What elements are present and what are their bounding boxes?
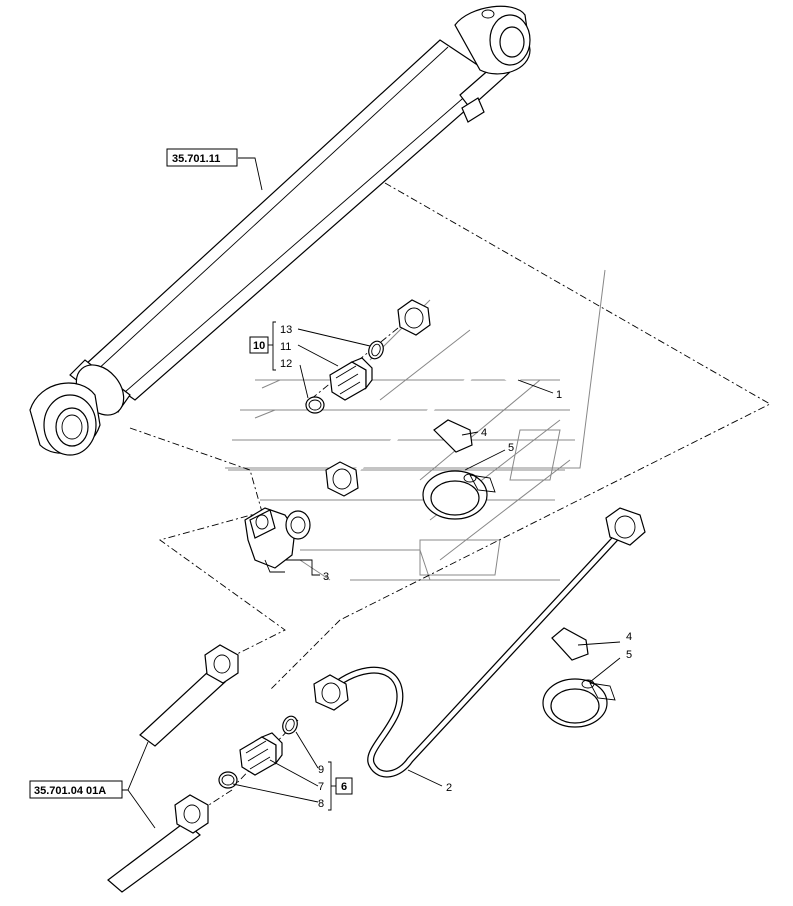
- upper-adapter-fitting: [305, 340, 384, 414]
- callout-8: 8: [318, 798, 324, 810]
- callout-9: 9: [318, 764, 324, 776]
- reference-box-lower-pipe[interactable]: 35.701.04 01A: [29, 780, 123, 799]
- pipe-2-lower-nut: [313, 674, 349, 711]
- reference-label-cylinder: 35.701.11: [172, 153, 220, 165]
- lower-adapter-fitting: [218, 715, 298, 789]
- reference-box-cylinder[interactable]: 35.701.11: [166, 148, 238, 167]
- callout-12: 12: [280, 358, 292, 370]
- pipe-1: [325, 289, 526, 497]
- hydraulic-cylinder: [29, 5, 531, 456]
- group-box-6: 6: [335, 777, 353, 795]
- callout-4-lower: 4: [626, 631, 632, 643]
- callout-5-lower: 5: [626, 649, 632, 661]
- hose-clamp-upper: [422, 419, 496, 520]
- pipe-1-upper-nut: [397, 299, 431, 336]
- pipe-2-upper-nut: [605, 507, 646, 546]
- external-pipe-lower: [107, 794, 209, 893]
- callout-1: 1: [556, 389, 562, 401]
- callout-13: 13: [280, 324, 292, 336]
- external-pipe-upper: [139, 644, 239, 747]
- elbow-fitting: [244, 507, 311, 573]
- hose-clamp-lower: [542, 627, 616, 728]
- callout-numbers: 1 2 3 4 5 4 5 13 11 12 9 7 8: [280, 324, 632, 810]
- leader-lines: [122, 157, 621, 829]
- pipe-1-lower-nut: [325, 461, 359, 497]
- callout-2: 2: [446, 782, 452, 794]
- callout-4-upper: 4: [481, 427, 487, 439]
- callout-5-upper: 5: [508, 442, 514, 454]
- group-label-10: 10: [253, 340, 265, 352]
- watermark-logo: [225, 269, 606, 581]
- callout-3: 3: [323, 571, 329, 583]
- group-label-6: 6: [341, 781, 347, 793]
- callout-7: 7: [318, 781, 324, 793]
- callout-11: 11: [280, 341, 291, 353]
- group-box-10: 10: [249, 336, 269, 354]
- reference-label-lower-pipe: 35.701.04 01A: [34, 785, 106, 797]
- pipe-2: [313, 507, 646, 778]
